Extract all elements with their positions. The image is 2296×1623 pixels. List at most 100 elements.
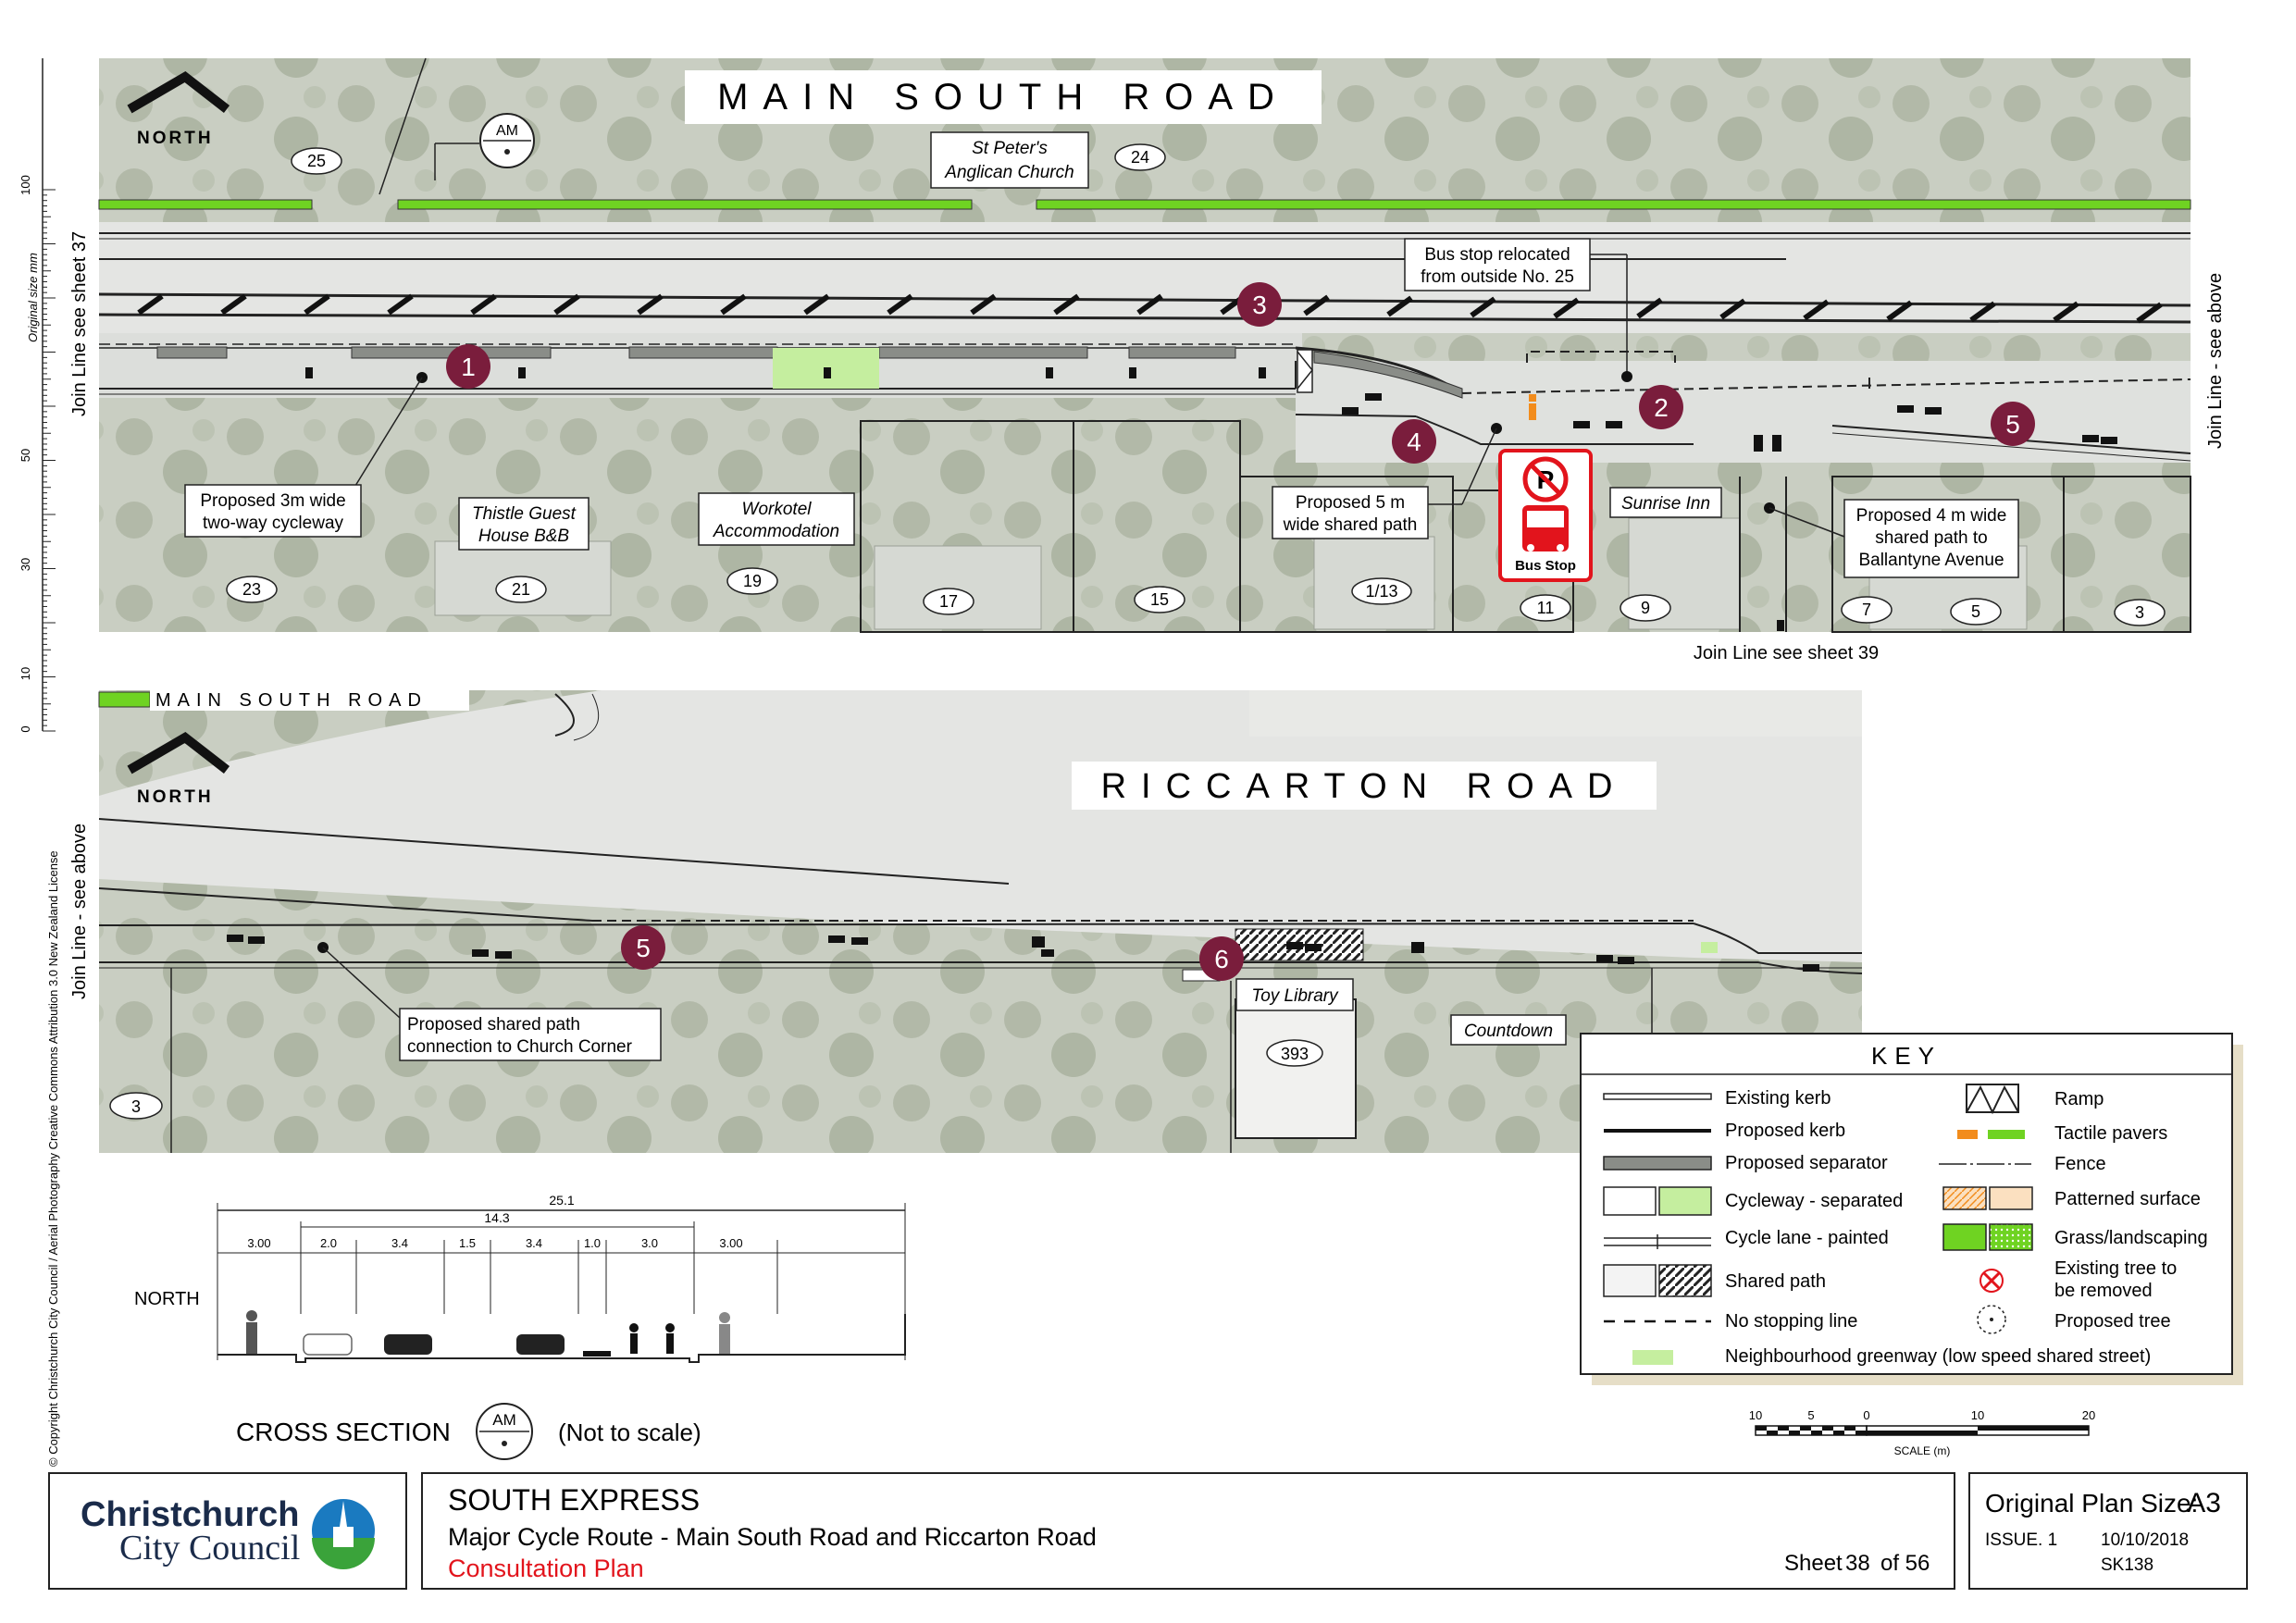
svg-text:100: 100 — [19, 175, 32, 195]
marker-1: 1 — [461, 353, 476, 381]
thistle-label-2: House B&B — [478, 527, 570, 546]
thistle-label-1: Thistle Guest — [472, 504, 577, 524]
join-line-left-top: Join Line see sheet 37 — [69, 231, 90, 416]
svg-text:Sheet: Sheet — [1784, 1551, 1843, 1576]
svg-text:20: 20 — [2082, 1408, 2095, 1422]
svg-text:2.0: 2.0 — [320, 1236, 337, 1250]
svg-text:Original Plan Size:: Original Plan Size: — [1985, 1489, 2198, 1518]
project-subtitle: Major Cycle Route - Main South Road and … — [448, 1523, 1097, 1551]
house-number: 9 — [1641, 599, 1650, 617]
svg-text:KEY: KEY — [1871, 1042, 1942, 1070]
house-number: 5 — [1971, 602, 1980, 621]
bus-stop-text: Bus Stop — [1515, 558, 1576, 574]
svg-text:Existing kerb: Existing kerb — [1725, 1088, 1831, 1109]
place-labels-bottom: 3 393 Toy Library Countdown — [109, 978, 1567, 1120]
svg-text:wide shared path: wide shared path — [1283, 515, 1418, 535]
svg-text:3.00: 3.00 — [719, 1236, 742, 1250]
svg-text:Ballantyne Avenue: Ballantyne Avenue — [1858, 551, 2004, 570]
original-size-scale: Original size mm 100 50 30 10 0 — [19, 58, 56, 733]
am-symbol-top: AM — [434, 113, 535, 180]
house-number: 7 — [1862, 601, 1871, 619]
svg-text:Proposed 4 m wide: Proposed 4 m wide — [1856, 506, 2007, 526]
svg-text:Ramp: Ramp — [2054, 1089, 2104, 1109]
north-arrow-bottom: NORTH — [127, 731, 230, 807]
svg-text:0: 0 — [19, 725, 32, 732]
marker-2: 2 — [1654, 393, 1669, 422]
house-number-oval — [1950, 598, 2002, 626]
house-number: 23 — [242, 580, 261, 599]
legend-key: KEY Existing kerb Proposed kerb Proposed… — [1580, 1033, 2243, 1385]
marker-3: 3 — [1252, 291, 1267, 319]
callouts-bottom: Proposed shared path connection to Churc… — [317, 942, 662, 1061]
house-number: 15 — [1150, 590, 1169, 609]
svg-text:Proposed separator: Proposed separator — [1725, 1153, 1888, 1173]
svg-text:Fence: Fence — [2054, 1154, 2106, 1174]
svg-text:SCALE (m): SCALE (m) — [1894, 1444, 1951, 1457]
north-label: NORTH — [137, 129, 214, 148]
svg-text:Grass/landscaping: Grass/landscaping — [2054, 1228, 2208, 1248]
marker-4: 4 — [1407, 427, 1421, 456]
svg-text:Cycle lane - painted: Cycle lane - painted — [1725, 1228, 1889, 1248]
svg-text:0: 0 — [1863, 1408, 1869, 1422]
scale-bar: 10 5 0 10 20 SCALE (m) — [1749, 1408, 2095, 1457]
svg-text:two-way cycleway: two-way cycleway — [203, 514, 344, 533]
cross-section-title: CROSS SECTION — [236, 1418, 451, 1446]
house-number-oval — [726, 567, 778, 595]
main-south-road-title: MAIN SOUTH ROAD — [685, 70, 1322, 124]
house-number-oval — [2114, 599, 2166, 626]
cross-section: 25.1 14.3 3.00 2.0 3.4 1.5 3.4 1.0 3.0 3… — [134, 1193, 906, 1460]
callouts-top: Proposed 3m wide two-way cycleway Bus st… — [184, 238, 2019, 578]
svg-text:RICCARTON ROAD: RICCARTON ROAD — [1101, 767, 1628, 806]
house-number: 24 — [1131, 148, 1149, 167]
svg-text:ISSUE. 1: ISSUE. 1 — [1985, 1530, 2057, 1550]
svg-text:1.5: 1.5 — [459, 1236, 476, 1250]
svg-text:Neighbourhood greenway (low sp: Neighbourhood greenway (low speed shared… — [1725, 1346, 2151, 1367]
car-icons — [303, 1333, 565, 1356]
svg-text:1.0: 1.0 — [584, 1236, 601, 1250]
marker-5: 5 — [2005, 410, 2020, 439]
church-label-2: Anglican Church — [944, 163, 1074, 182]
svg-text:Cycleway - separated: Cycleway - separated — [1725, 1191, 1903, 1211]
svg-text:3: 3 — [131, 1097, 141, 1116]
svg-text:30: 30 — [19, 558, 32, 571]
svg-text:Tactile pavers: Tactile pavers — [2054, 1123, 2167, 1144]
svg-text:10: 10 — [19, 667, 32, 680]
road-title: MAIN SOUTH ROAD — [717, 77, 1289, 118]
svg-text:Proposed 5 m: Proposed 5 m — [1296, 493, 1405, 513]
house-number-oval — [1114, 143, 1166, 171]
svg-text:from outside No. 25: from outside No. 25 — [1421, 267, 1574, 287]
svg-text:393: 393 — [1281, 1045, 1309, 1063]
plan-status: Consultation Plan — [448, 1555, 644, 1582]
house-number-oval — [1620, 594, 1671, 622]
house-number-oval — [1134, 586, 1185, 613]
house-number-oval — [1520, 594, 1571, 622]
svg-text:25.1: 25.1 — [549, 1193, 574, 1208]
join-line-right-top: Join Line - see above — [2205, 273, 2226, 449]
org-name-2: City Council — [119, 1529, 300, 1567]
svg-text:14.3: 14.3 — [484, 1210, 509, 1225]
house-number-oval — [1351, 577, 1412, 605]
house-number: 11 — [1537, 599, 1555, 617]
svg-text:Proposed shared path: Proposed shared path — [407, 1015, 580, 1035]
title-block: Christchurch City Council SOUTH EXPRESS … — [48, 1472, 2248, 1590]
sunrise-label: Sunrise Inn — [1621, 494, 1710, 514]
markers-bottom: 5 6 — [621, 925, 1244, 981]
house-number-oval — [291, 147, 342, 175]
svg-text:SK138: SK138 — [2101, 1555, 2153, 1575]
svg-text:connection to Church Corner: connection to Church Corner — [407, 1037, 633, 1057]
svg-text:shared path to: shared path to — [1875, 528, 1987, 548]
svg-text:Bus stop relocated: Bus stop relocated — [1424, 245, 1570, 265]
svg-text:Proposed 3m wide: Proposed 3m wide — [200, 491, 345, 511]
svg-text:3.4: 3.4 — [391, 1236, 408, 1250]
house-number-oval — [495, 576, 547, 603]
svg-text:NORTH: NORTH — [134, 1289, 200, 1309]
svg-text:10: 10 — [1971, 1408, 1984, 1422]
house-number-oval — [923, 588, 974, 615]
svg-text:Toy Library: Toy Library — [1251, 986, 1339, 1006]
svg-text:Shared path: Shared path — [1725, 1271, 1826, 1292]
house-number-oval — [226, 576, 278, 603]
svg-text:A3: A3 — [2187, 1488, 2221, 1518]
house-number: 17 — [939, 592, 958, 611]
